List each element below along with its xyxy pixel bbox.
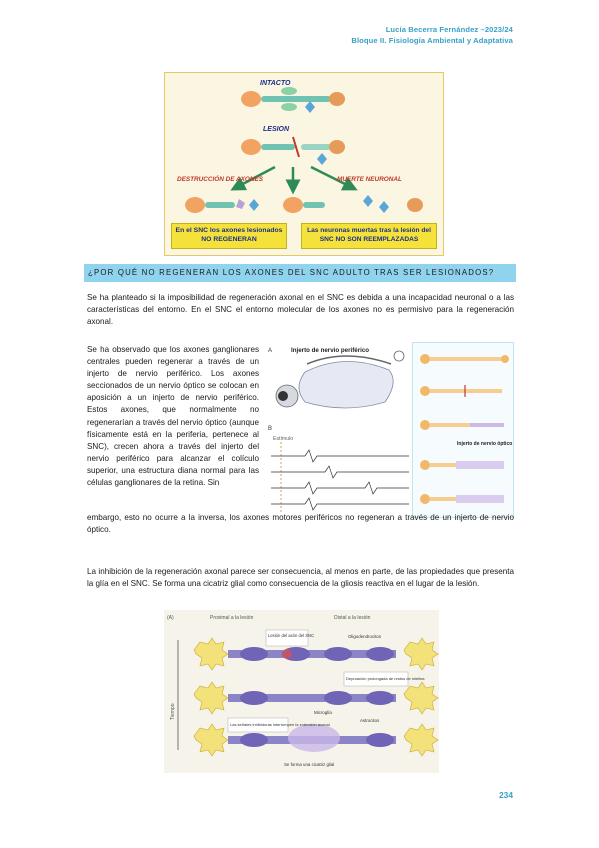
- figure-nerve-graft-drawing: A Injerto de nervio periférico B Estímul…: [268, 347, 409, 512]
- fig2-trace-4: [271, 497, 409, 511]
- fig1-target: [329, 92, 345, 106]
- figure-axon-lesion-drawing: INTACTO LESION DESTRUCCIÓN DE AXONES MUE…: [177, 80, 423, 213]
- fig4-distal: Distal a la lesión: [334, 615, 371, 621]
- fig4-myelin-label: Depuración prolongada de restos de mieli…: [346, 676, 425, 681]
- fig3-panel-5: [420, 494, 504, 504]
- figure-nerve-graft: A Injerto de nervio periférico B Estímul…: [265, 342, 409, 518]
- fig3-panel-2: [420, 385, 502, 397]
- fig1-label-lesion: LESION: [263, 126, 290, 133]
- fig3-graft-label: Injerto de nervio óptico: [457, 441, 512, 447]
- figure-glial-scar: (A) Proximal a la lesión Distal a la les…: [164, 610, 439, 773]
- fig4-inhibitors-label: Las señales inhibidoras interrumpen la e…: [230, 722, 330, 727]
- course-line: Bloque II. Fisiología Ambiental y Adapta…: [351, 36, 513, 45]
- fig2-trace-1: [271, 449, 409, 463]
- fig4-row-2: [193, 681, 439, 715]
- fig1-lesion-mark: [292, 136, 300, 158]
- fig4-row-1: [193, 637, 439, 671]
- fig2-trace-3: [271, 481, 409, 495]
- fig2-trace-2: [271, 465, 409, 479]
- fig4-oligo-label: Oligodendrocitos: [348, 634, 382, 639]
- figure-regeneration-panels: Injerto de nervio óptico: [412, 342, 514, 518]
- fig2-label-b: B: [268, 426, 272, 432]
- author-line: Lucía Becerra Fernández –2023/24: [385, 25, 513, 34]
- fig2-graft-title: Injerto de nervio periférico: [291, 347, 369, 354]
- fig4-label-a: (A): [167, 615, 174, 621]
- fig4-astro-label: Astrocitos: [360, 718, 380, 723]
- fig1-arrow-left: [230, 165, 276, 191]
- fig4-time: Tiempo: [170, 703, 176, 720]
- fig4-proximal: Proximal a la lesión: [210, 615, 254, 621]
- section-title-bar: ¿POR QUÉ NO REGENERAN LOS AXONES DEL SNC…: [84, 264, 516, 282]
- fig1-label-death: MUERTE NEURONAL: [337, 176, 402, 183]
- section-title: ¿POR QUÉ NO REGENERAN LOS AXONES DEL SNC…: [88, 268, 495, 277]
- fig2-label-a: A: [268, 348, 272, 354]
- fig3-panel-1: [420, 354, 509, 364]
- fig1-axon: [261, 96, 331, 102]
- paragraph-3: La inhibición de la regeneración axonal …: [87, 567, 514, 589]
- fig1-label-destruction: DESTRUCCIÓN DE AXONES: [177, 174, 264, 183]
- fig2-brain: [298, 361, 394, 409]
- fig1-label-intact: INTACTO: [260, 80, 291, 87]
- paragraph-2-continued: embargo, esto no ocurre a la inversa, lo…: [87, 513, 514, 535]
- fig3-panel-3: [420, 420, 504, 430]
- fig1-arrow-right: [310, 165, 358, 191]
- fig2-graft-tube: [306, 355, 392, 365]
- page-number: 234: [499, 790, 513, 800]
- paragraph-2: Se ha observado que los axones gangliona…: [87, 345, 259, 488]
- fig4-lesion-label: Lesión del axón del SNC: [268, 633, 314, 638]
- figure-axon-lesion: INTACTO LESION DESTRUCCIÓN DE AXONES MUE…: [164, 72, 444, 256]
- figure-glial-scar-drawing: (A) Proximal a la lesión Distal a la les…: [167, 615, 439, 767]
- fig4-row-3: [193, 723, 439, 757]
- figure-regeneration-panels-drawing: Injerto de nervio óptico: [420, 354, 512, 504]
- paragraph-1: Se ha planteado si la imposibilidad de r…: [87, 293, 514, 327]
- page-header: Lucía Becerra Fernández –2023/24 Bloque …: [351, 24, 513, 46]
- fig3-panel-4: [420, 460, 504, 470]
- fig4-microglia-label: Microglía: [314, 710, 332, 715]
- fig1-neuron-body: [241, 91, 261, 107]
- fig1-caption-right: Las neuronas muertas tras la lesión del …: [301, 223, 437, 249]
- fig2-stimulus: Estímulo: [273, 436, 293, 442]
- fig4-scar-label: Se forma una cicatriz glial: [284, 762, 334, 767]
- fig1-caption-left: En el SNC los axones lesionados NO REGEN…: [171, 223, 287, 249]
